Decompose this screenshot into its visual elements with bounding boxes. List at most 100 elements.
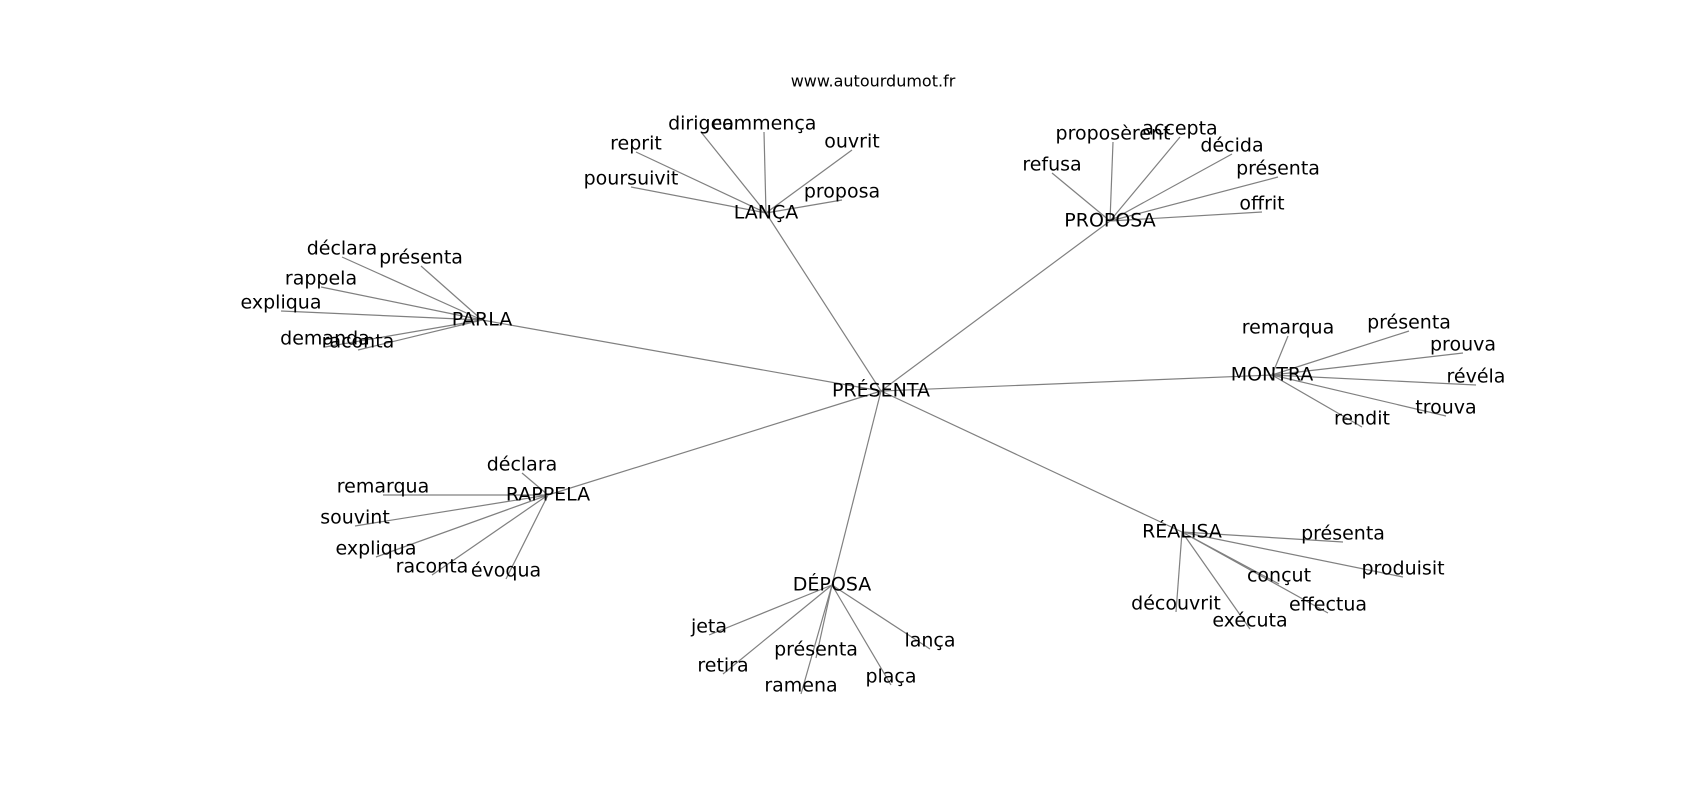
center-hub-edge	[481, 319, 882, 392]
hub-node-label: LANÇA	[734, 202, 799, 224]
leaf-node-label: reprit	[610, 133, 662, 155]
leaf-node-label: présenta	[774, 639, 858, 661]
leaf-node-label: produisit	[1361, 558, 1444, 580]
hub-leaf-edge	[1271, 374, 1363, 428]
hub-leaf-edge	[357, 319, 483, 351]
hub-leaf-edge	[420, 265, 483, 321]
hub-leaf-edge	[1271, 374, 1447, 417]
leaf-node-label: ouvrit	[824, 131, 879, 153]
leaf-node-label: plaça	[865, 666, 916, 688]
leaf-node-label: remarqua	[337, 476, 429, 498]
leaf-node-label: expliqua	[336, 538, 417, 560]
leaf-node-label: retira	[697, 655, 748, 677]
leaf-node-label: proposa	[804, 181, 880, 203]
hub-leaf-edge	[800, 584, 833, 695]
leaf-node-label: effectua	[1289, 594, 1367, 616]
hub-leaf-edge	[1181, 531, 1344, 543]
center-hub-edge	[831, 390, 882, 586]
leaf-node-label: conçut	[1247, 565, 1311, 587]
leaf-node-label: évoqua	[471, 560, 541, 582]
hub-node-label: RAPPELA	[506, 484, 590, 506]
center-hub-edge	[880, 374, 1273, 392]
hub-leaf-edge	[763, 131, 767, 214]
hub-leaf-edge	[635, 151, 767, 214]
hub-node-label: DÉPOSA	[793, 573, 871, 596]
leaf-node-label: accepta	[1142, 118, 1217, 140]
hub-node-label: PROPOSA	[1064, 210, 1155, 232]
leaf-node-label: raconta	[396, 556, 469, 578]
leaf-node-label: exécuta	[1212, 610, 1287, 632]
hub-leaf-edge	[354, 494, 549, 527]
leaf-node-label: trouva	[1415, 397, 1476, 419]
leaf-node-label: prouva	[1430, 334, 1496, 356]
leaf-node-label: proposèrent	[1056, 123, 1171, 145]
hub-leaf-edge	[1051, 172, 1111, 222]
site-url: www.autourdumot.fr	[791, 72, 956, 91]
hub-leaf-edge	[700, 131, 767, 214]
leaf-node-label: demanda	[280, 328, 370, 350]
leaf-node-label: dirigea	[668, 113, 734, 135]
hub-leaf-edge	[1109, 176, 1279, 222]
hub-leaf-edge	[1271, 374, 1477, 386]
leaf-node-label: commença	[712, 113, 817, 135]
leaf-node-label: présenta	[1367, 312, 1451, 334]
hub-leaf-edge	[320, 286, 483, 321]
hub-leaf-edge	[765, 149, 853, 214]
leaf-node-label: présenta	[379, 247, 463, 269]
hub-node-label: RÉALISA	[1142, 520, 1222, 543]
leaf-node-label: lança	[904, 630, 955, 652]
leaf-node-label: révéla	[1447, 366, 1506, 388]
center-hub-edge	[547, 390, 882, 496]
leaf-node-label: déclara	[487, 454, 558, 476]
hub-leaf-edge	[708, 584, 833, 636]
hub-leaf-edge	[815, 584, 833, 659]
hub-leaf-edge	[1109, 211, 1263, 222]
hub-node-label: PARLA	[452, 309, 512, 331]
hub-leaf-edge	[831, 584, 931, 650]
hub-leaf-edge	[765, 199, 843, 214]
leaf-node-label: souvint	[320, 507, 390, 529]
hub-leaf-edge	[831, 584, 892, 686]
leaf-node-label: refusa	[1022, 154, 1081, 176]
hub-leaf-edge	[1271, 330, 1410, 376]
leaf-node-label: présenta	[1236, 158, 1320, 180]
hub-leaf-edge	[375, 494, 549, 558]
leaf-node-label: rappela	[285, 268, 357, 290]
hub-leaf-edge	[1109, 136, 1181, 222]
hub-leaf-edge	[324, 319, 483, 348]
hub-leaf-edge	[1175, 531, 1183, 613]
hub-leaf-edge	[1271, 335, 1289, 376]
leaf-node-label: déclara	[307, 238, 378, 260]
hub-leaf-edge	[1109, 153, 1233, 222]
hub-leaf-edge	[341, 256, 483, 321]
hub-leaf-edge	[280, 310, 483, 321]
hub-leaf-edge	[630, 186, 767, 214]
hub-leaf-edge	[521, 472, 549, 496]
hub-leaf-edge	[1181, 531, 1329, 614]
hub-leaf-edge	[505, 494, 549, 580]
hub-leaf-edge	[1109, 141, 1114, 222]
hub-node-label: MONTRA	[1231, 364, 1314, 386]
leaf-node-label: présenta	[1301, 523, 1385, 545]
hub-leaf-edge	[1271, 352, 1464, 376]
hub-leaf-edge	[1181, 531, 1404, 578]
hub-leaf-edge	[1181, 531, 1251, 630]
leaf-node-label: offrit	[1239, 193, 1284, 215]
leaf-node-label: jeta	[690, 616, 727, 638]
leaf-node-label: découvrit	[1131, 593, 1221, 615]
center-hub-edge	[880, 220, 1111, 392]
hub-leaf-edge	[722, 584, 833, 675]
hub-leaf-edge	[431, 494, 549, 576]
graph-edges	[280, 131, 1477, 695]
leaf-node-label: remarqua	[1242, 317, 1334, 339]
center-node-label: PRÉSENTA	[832, 379, 930, 402]
leaf-node-label: ramena	[764, 675, 837, 697]
leaf-node-label: rendit	[1334, 408, 1390, 430]
leaf-node-label: poursuivit	[584, 168, 679, 190]
leaf-node-label: décida	[1200, 135, 1263, 157]
center-hub-edge	[765, 212, 882, 392]
center-hub-edge	[880, 390, 1183, 533]
leaf-node-label: expliqua	[241, 292, 322, 314]
